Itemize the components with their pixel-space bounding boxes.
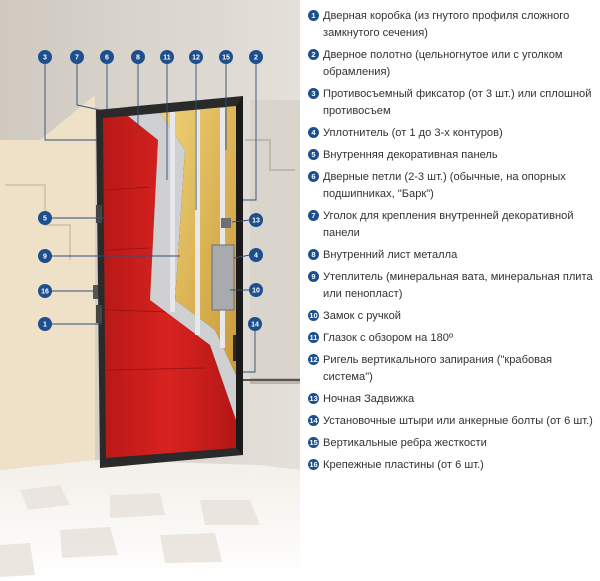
svg-text:12: 12 xyxy=(192,55,200,62)
callout-8: 8 xyxy=(131,50,145,64)
svg-text:11: 11 xyxy=(163,55,171,62)
door-edge xyxy=(236,96,243,455)
callout-14: 14 xyxy=(248,317,262,331)
callout-5: 5 xyxy=(38,211,52,225)
svg-text:3: 3 xyxy=(43,55,47,62)
night-latch xyxy=(221,218,231,228)
legend-number-badge: 3 xyxy=(308,88,319,99)
callout-1: 1 xyxy=(38,317,52,331)
legend-number-badge: 16 xyxy=(308,459,319,470)
legend-text: Внутренний лист металла xyxy=(323,249,458,261)
callout-11: 11 xyxy=(160,50,174,64)
door-red-panel xyxy=(103,116,236,458)
callout-13: 13 xyxy=(249,213,263,227)
leader-lines xyxy=(44,57,257,373)
hinge-bottom xyxy=(96,305,102,323)
legend-item-12: 12 Ригель вертикального запирания ("крабо… xyxy=(308,352,598,386)
legend-text: Замок с ручкой xyxy=(323,310,401,322)
legend-text: Утеплитель (минеральная вата, минеральна… xyxy=(323,271,593,300)
legend-number-badge: 7 xyxy=(308,210,319,221)
legend-item-15: 15 Вертикальные ребра жесткости xyxy=(308,435,598,452)
svg-text:4: 4 xyxy=(254,253,258,260)
legend-number-badge: 10 xyxy=(308,310,319,321)
inner-metal-sheet xyxy=(128,113,236,420)
svg-text:10: 10 xyxy=(252,288,260,295)
legend-number-badge: 1 xyxy=(308,10,319,21)
svg-text:9: 9 xyxy=(43,254,47,261)
legend-item-11: 11 Глазок с обзором на 180º xyxy=(308,330,598,347)
legend-item-13: 13 Ночная Задвижка xyxy=(308,391,598,408)
red-panel-grooves xyxy=(105,186,206,371)
legend-text: Внутренняя декоративная панель xyxy=(323,149,498,161)
lock-body xyxy=(211,244,235,311)
svg-text:13: 13 xyxy=(252,218,260,225)
legend-number-badge: 13 xyxy=(308,393,319,404)
svg-text:2: 2 xyxy=(254,55,258,62)
legend-text: Противосъемный фиксатор (от 3 шт.) или с… xyxy=(323,88,592,117)
legend-number-badge: 8 xyxy=(308,249,319,260)
mounting-plate xyxy=(93,285,98,299)
legend-number-badge: 15 xyxy=(308,437,319,448)
legend-number-badge: 12 xyxy=(308,354,319,365)
legend-text: Глазок с обзором на 180º xyxy=(323,332,453,344)
hinge-top xyxy=(96,205,102,223)
legend-number-badge: 5 xyxy=(308,149,319,160)
wall-panel-left xyxy=(0,95,95,470)
legend-text: Уголок для крепления внутренней декорати… xyxy=(323,210,574,239)
legend-item-4: 4 Уплотнитель (от 1 до 3-х контуров) xyxy=(308,125,598,142)
svg-text:15: 15 xyxy=(222,55,230,62)
legend-text: Установочные штыри или анкерные болты (о… xyxy=(323,415,593,427)
svg-text:5: 5 xyxy=(43,216,47,223)
legend-number-badge: 4 xyxy=(308,127,319,138)
svg-text:7: 7 xyxy=(75,55,79,62)
legend-number-badge: 14 xyxy=(308,415,319,426)
legend-text: Дверная коробка (из гнутого профиля слож… xyxy=(323,10,570,39)
callout-9: 9 xyxy=(38,249,52,263)
legend-item-8: 8 Внутренний лист металла xyxy=(308,247,598,264)
callout-10: 10 xyxy=(249,283,263,297)
legend-item-6: 6 Дверные петли (2-3 шт.) (обычные, на оп… xyxy=(308,169,598,203)
legend-number-badge: 2 xyxy=(308,49,319,60)
legend-number-badge: 11 xyxy=(308,332,319,343)
callout-3: 3 xyxy=(38,50,52,64)
svg-text:8: 8 xyxy=(136,55,140,62)
legend-item-16: 16 Крепежные пластины (от 6 шт.) xyxy=(308,457,598,474)
legend-text: Дверные петли (2-3 шт.) (обычные, на опо… xyxy=(323,171,566,200)
svg-text:16: 16 xyxy=(41,289,49,296)
callout-2: 2 xyxy=(249,50,263,64)
callout-4: 4 xyxy=(249,248,263,262)
legend-text: Крепежные пластины (от 6 шт.) xyxy=(323,459,484,471)
legend-list: 1 Дверная коробка (из гнутого профиля сло… xyxy=(308,8,598,474)
legend-text: Ночная Задвижка xyxy=(323,393,415,405)
callout-12: 12 xyxy=(189,50,203,64)
svg-text:1: 1 xyxy=(43,322,47,329)
door-cutaway-diagram: 3 7 6 8 11 12 15 2 5 9 16 1 13 4 10 14 xyxy=(0,0,300,581)
stair-line-right xyxy=(245,139,295,171)
legend-item-14: 14 Установочные штыри или анкерные болты … xyxy=(308,413,598,430)
legend-item-9: 9 Утеплитель (минеральная вата, минеральн… xyxy=(308,269,598,303)
callout-6: 6 xyxy=(100,50,114,64)
floor-tiles xyxy=(0,485,260,577)
legend-text: Уплотнитель (от 1 до 3-х контуров) xyxy=(323,127,503,139)
legend-item-3: 3 Противосъемный фиксатор (от 3 шт.) или … xyxy=(308,86,598,120)
legend-item-5: 5 Внутренняя декоративная панель xyxy=(308,147,598,164)
callout-15: 15 xyxy=(219,50,233,64)
legend-text: Ригель вертикального запирания ("крабова… xyxy=(323,354,553,383)
legend-item-7: 7 Уголок для крепления внутренней декорат… xyxy=(308,208,598,242)
legend-item-2: 2 Дверное полотно (цельногнутое или с уго… xyxy=(308,47,598,81)
wall-panel-upper-right xyxy=(250,100,300,380)
callout-7: 7 xyxy=(70,50,84,64)
legend-item-1: 1 Дверная коробка (из гнутого профиля сло… xyxy=(308,8,598,42)
callout-16: 16 xyxy=(38,284,52,298)
legend-text: Дверное полотно (цельногнутое или с угол… xyxy=(323,49,563,78)
svg-text:14: 14 xyxy=(251,322,259,329)
legend-item-10: 10 Замок с ручкой xyxy=(308,308,598,325)
legend-number-badge: 9 xyxy=(308,271,319,282)
legend-number-badge: 6 xyxy=(308,171,319,182)
legend-text: Вертикальные ребра жесткости xyxy=(323,437,487,449)
svg-text:6: 6 xyxy=(105,55,109,62)
